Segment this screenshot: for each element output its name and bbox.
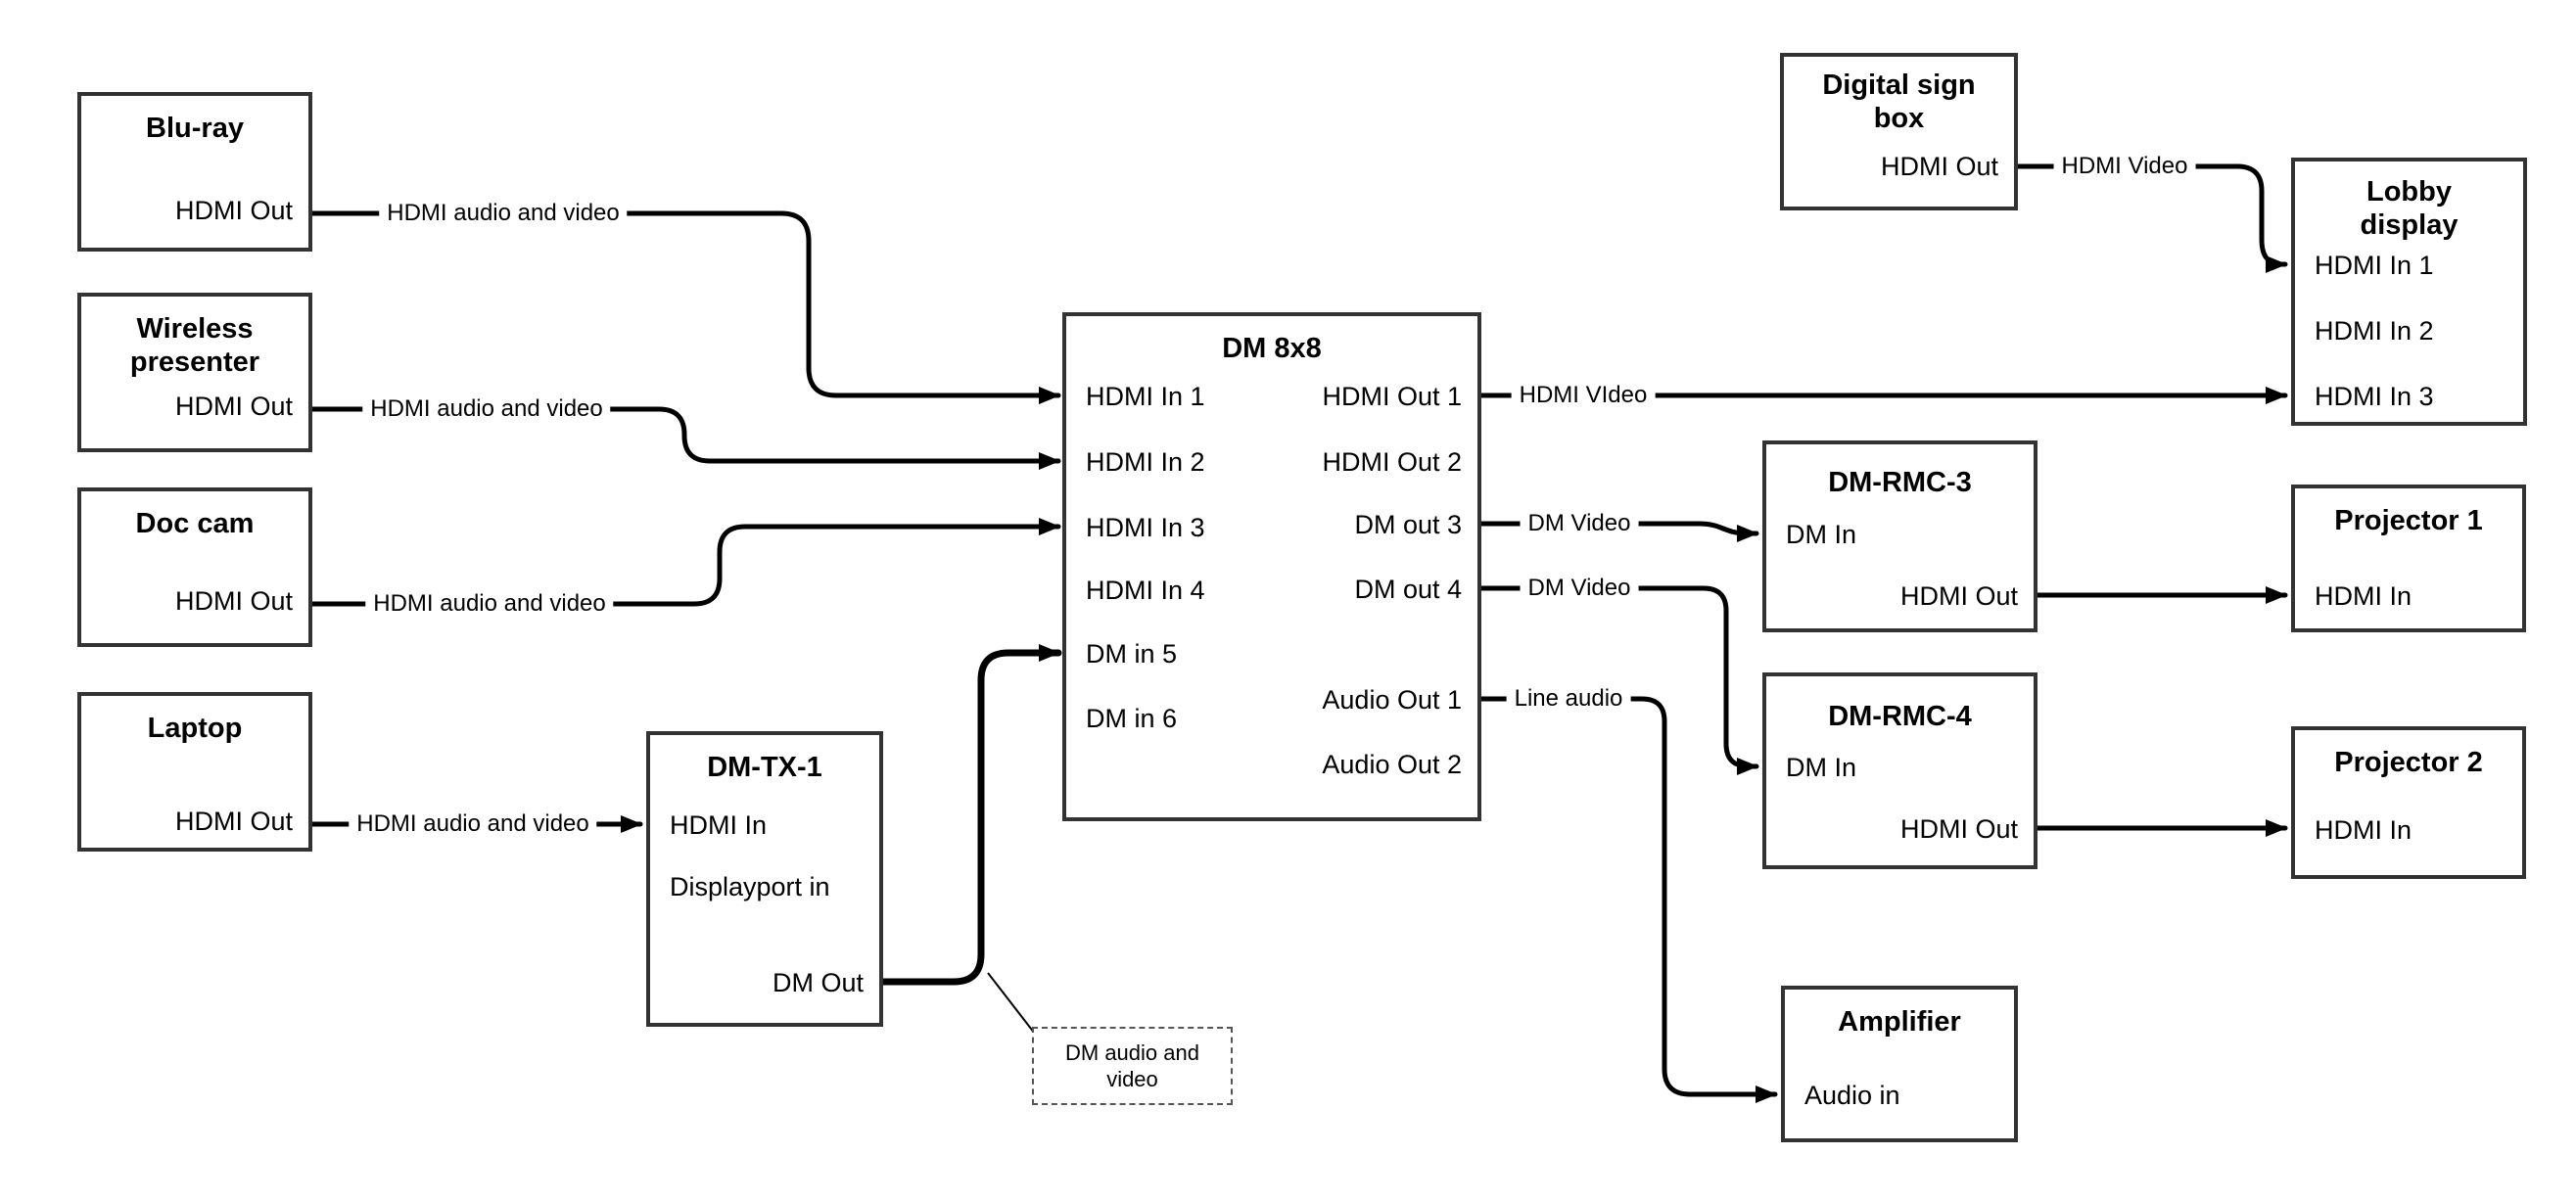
node-dm-8x8-title: DM 8x8 bbox=[1222, 333, 1322, 364]
wire-audioout1-to-amp bbox=[1478, 696, 1778, 1103]
node-dm-rmc-3: DM-RMC-3 DM In HDMI Out bbox=[1762, 440, 2037, 632]
node-digital-sign-title: Digital sign box bbox=[1822, 69, 1976, 135]
port-dm8x8-hdmi-in-3: HDMI In 3 bbox=[1086, 513, 1205, 542]
wire-label-hdmi-video-1: HDMI VIdeo bbox=[1511, 382, 1656, 409]
node-laptop-title: Laptop bbox=[147, 713, 243, 744]
note-dm-audio-and-video: DM audio and video bbox=[1032, 1027, 1233, 1105]
port-digital-sign-hdmi-out: HDMI Out bbox=[1880, 152, 1998, 181]
wire-dmtx1-to-dm8x8 bbox=[879, 644, 1062, 986]
wire-label-dm-video-1: DM Video bbox=[1520, 510, 1639, 537]
node-lobby-display-title: Lobby display bbox=[2360, 176, 2459, 242]
port-dm-tx-1-dm-out: DM Out bbox=[772, 968, 864, 997]
port-dm-tx-1-hdmi-in: HDMI In bbox=[670, 810, 768, 840]
node-wireless-presenter: Wireless presenter HDMI Out bbox=[77, 293, 312, 452]
wire-dmout3-to-rmc3 bbox=[1478, 521, 1759, 542]
port-amplifier-audio-in: Audio in bbox=[1804, 1081, 1900, 1110]
port-dm8x8-dm-in-6: DM in 6 bbox=[1086, 704, 1178, 733]
port-laptop-hdmi-out: HDMI Out bbox=[174, 807, 293, 836]
node-doc-cam-title: Doc cam bbox=[135, 508, 255, 539]
port-dm8x8-dm-out-3: DM out 3 bbox=[1354, 510, 1462, 539]
port-dm-rmc-3-hdmi-out: HDMI Out bbox=[1899, 581, 2018, 611]
wire-label-hdmi-av-2: HDMI audio and video bbox=[362, 395, 611, 423]
port-dm8x8-hdmi-out-1: HDMI Out 1 bbox=[1322, 382, 1462, 411]
node-dm-8x8: DM 8x8 HDMI In 1 HDMI In 2 HDMI In 3 HDM… bbox=[1062, 312, 1481, 821]
wire-digitalsign-to-lobby bbox=[2015, 163, 2288, 273]
port-dm8x8-audio-out-1: Audio Out 1 bbox=[1322, 685, 1462, 715]
node-amplifier: Amplifier Audio in bbox=[1781, 986, 2018, 1142]
node-dm-tx-1: DM-TX-1 HDMI In Displayport in DM Out bbox=[646, 731, 883, 1027]
wire-label-dm-video-2: DM Video bbox=[1520, 575, 1639, 602]
wire-wireless-to-dm8x8 bbox=[309, 406, 1061, 470]
port-dm8x8-hdmi-in-2: HDMI In 2 bbox=[1086, 447, 1205, 477]
node-dm-tx-1-title: DM-TX-1 bbox=[707, 752, 822, 783]
node-wireless-title: Wireless presenter bbox=[129, 313, 260, 379]
port-bluray-hdmi-out: HDMI Out bbox=[174, 196, 293, 225]
port-dm8x8-audio-out-2: Audio Out 2 bbox=[1322, 750, 1462, 779]
node-bluray: Blu-ray HDMI Out bbox=[77, 92, 312, 252]
port-dm8x8-hdmi-in-1: HDMI In 1 bbox=[1086, 382, 1205, 411]
port-dm-rmc-4-hdmi-out: HDMI Out bbox=[1899, 814, 2018, 844]
port-projector-1-hdmi-in: HDMI In bbox=[2315, 581, 2412, 611]
node-dm-rmc-4: DM-RMC-4 DM In HDMI Out bbox=[1762, 672, 2037, 869]
node-bluray-title: Blu-ray bbox=[146, 113, 244, 144]
node-digital-sign-box: Digital sign box HDMI Out bbox=[1780, 53, 2018, 210]
port-dm8x8-hdmi-in-4: HDMI In 4 bbox=[1086, 576, 1205, 605]
wire-label-hdmi-av-4: HDMI audio and video bbox=[349, 810, 597, 838]
node-amplifier-title: Amplifier bbox=[1838, 1006, 1961, 1038]
node-dm-rmc-3-title: DM-RMC-3 bbox=[1828, 467, 1972, 498]
node-laptop: Laptop HDMI Out bbox=[77, 692, 312, 852]
port-dm8x8-dm-out-4: DM out 4 bbox=[1354, 575, 1462, 604]
node-dm-rmc-4-title: DM-RMC-4 bbox=[1828, 701, 1972, 732]
port-lobby-hdmi-in-2: HDMI In 2 bbox=[2315, 316, 2434, 346]
wire-label-line-audio: Line audio bbox=[1506, 685, 1631, 713]
wire-label-hdmi-av-3: HDMI audio and video bbox=[365, 590, 614, 618]
node-projector-2: Projector 2 HDMI In bbox=[2291, 726, 2526, 879]
port-dm8x8-dm-in-5: DM in 5 bbox=[1086, 639, 1178, 669]
node-projector-2-title: Projector 2 bbox=[2334, 747, 2483, 778]
node-doc-cam: Doc cam HDMI Out bbox=[77, 487, 312, 647]
port-dm-tx-1-displayport-in: Displayport in bbox=[670, 872, 830, 901]
port-doc-cam-hdmi-out: HDMI Out bbox=[174, 586, 293, 616]
node-projector-1: Projector 1 HDMI In bbox=[2291, 485, 2526, 632]
port-lobby-hdmi-in-3: HDMI In 3 bbox=[2315, 382, 2434, 411]
wire-doccam-to-dm8x8 bbox=[309, 518, 1061, 607]
note-leader-line bbox=[987, 972, 1039, 1039]
port-wireless-hdmi-out: HDMI Out bbox=[174, 392, 293, 421]
wire-label-hdmi-video-2: HDMI Video bbox=[2053, 153, 2196, 180]
wire-label-hdmi-av-1: HDMI audio and video bbox=[379, 200, 628, 227]
wire-dmout4-to-rmc4 bbox=[1478, 585, 1759, 775]
node-projector-1-title: Projector 1 bbox=[2334, 505, 2483, 536]
wire-bluray-to-dm8x8 bbox=[309, 210, 1061, 404]
port-dm-rmc-4-dm-in: DM In bbox=[1786, 753, 1857, 782]
port-projector-2-hdmi-in: HDMI In bbox=[2315, 815, 2412, 845]
node-lobby-display: Lobby display HDMI In 1 HDMI In 2 HDMI I… bbox=[2291, 158, 2527, 426]
port-lobby-hdmi-in-1: HDMI In 1 bbox=[2315, 251, 2434, 280]
port-dm-rmc-3-dm-in: DM In bbox=[1786, 520, 1857, 549]
port-dm8x8-hdmi-out-2: HDMI Out 2 bbox=[1322, 447, 1462, 477]
